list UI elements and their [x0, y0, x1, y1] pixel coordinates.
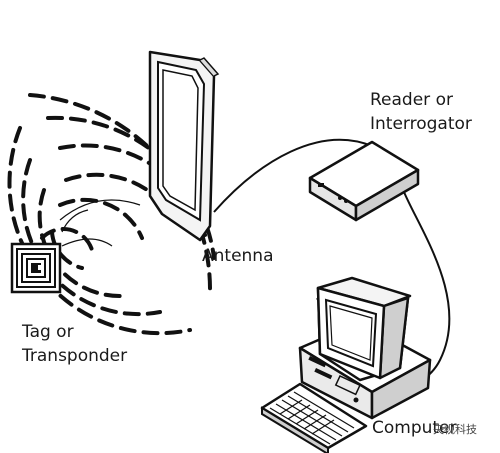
radio-waves-thin	[59, 199, 141, 247]
cable-antenna-reader	[213, 138, 373, 213]
antenna-icon	[148, 50, 220, 242]
antenna-label: Antenna	[202, 246, 274, 266]
wave-arc-1	[40, 227, 94, 252]
computer-monitor-icon	[315, 276, 412, 382]
reader-label-line2: Interrogator	[370, 114, 472, 134]
wave-arc-2	[58, 197, 144, 240]
reader-icon	[308, 140, 420, 222]
computer-label: Computer	[372, 418, 457, 438]
watermark-text: 央视科技	[433, 423, 477, 436]
tag-icon	[10, 242, 62, 294]
tag-label-line2: Transponder	[22, 346, 128, 366]
keyboard-icon	[260, 382, 368, 453]
tag-label-line1: Tag or	[22, 322, 74, 342]
reader-label-line1: Reader or	[370, 90, 453, 110]
